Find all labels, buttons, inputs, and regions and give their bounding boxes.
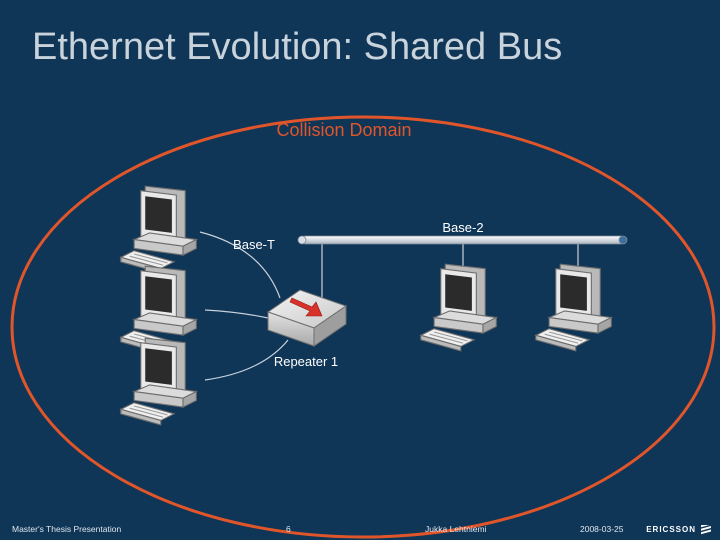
base-t-label: Base-T — [233, 237, 275, 252]
base-2-bus — [302, 236, 624, 244]
footer-author: Jukka Lehtniemi — [425, 524, 486, 534]
computer-icon — [421, 264, 497, 351]
repeater-icon — [268, 290, 346, 346]
ericsson-logo-text: ERICSSON — [646, 525, 696, 534]
base-2-label: Base-2 — [442, 220, 483, 235]
base-t-link-2 — [205, 310, 268, 318]
computer-icon — [121, 186, 197, 273]
repeater-label: Repeater 1 — [274, 354, 338, 369]
computer-icon — [121, 338, 197, 425]
computer-icon — [536, 264, 612, 351]
footer-date: 2008-03-25 — [580, 524, 623, 534]
footer-page-number: 6 — [286, 524, 291, 534]
collision-domain-label: Collision Domain — [276, 120, 411, 140]
ericsson-logo-icon — [700, 525, 712, 535]
footer-presentation-title: Master's Thesis Presentation — [12, 524, 121, 534]
